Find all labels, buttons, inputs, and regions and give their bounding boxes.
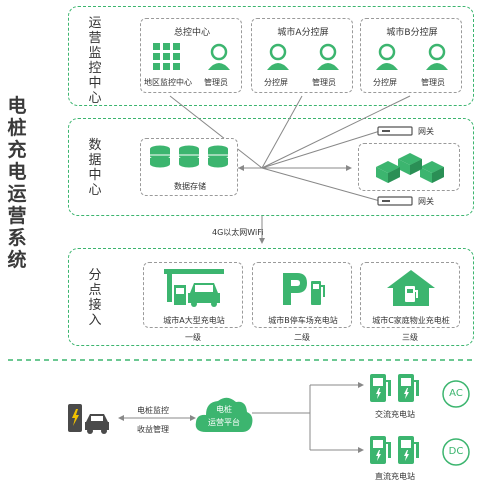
city-b-admin-label: 管理员 — [421, 78, 445, 87]
station-a-level: 一级 — [185, 333, 201, 342]
hq-admin-label: 管理员 — [204, 78, 228, 87]
monitor-text-line2: 收益管理 — [137, 425, 169, 434]
city-a-title: 城市A分控屏 — [277, 28, 329, 38]
station-a-name: 城市A大型充电站 — [163, 316, 225, 325]
monitor-text-line1: 电桩监控 — [137, 406, 169, 415]
monitor-screen-icon — [267, 43, 289, 70]
server-cubes-icon — [376, 153, 444, 183]
station-b-box[interactable]: 城市B停车场充电站 — [252, 262, 352, 328]
station-b-level: 二级 — [294, 333, 310, 342]
gateway-icon — [377, 196, 413, 206]
admin-icon — [317, 43, 339, 70]
admin-icon — [208, 43, 230, 70]
hq-box[interactable]: 总控中心 地区监控中心 管理员 — [140, 18, 242, 93]
data-center-label: 数据中心 — [88, 138, 102, 198]
city-a-admin-label: 管理员 — [312, 78, 336, 87]
city-a-screen-label: 分控屏 — [264, 78, 288, 87]
city-b-box[interactable]: 城市B分控屏 分控屏 管理员 — [360, 18, 462, 93]
station-c-level: 三级 — [402, 333, 418, 342]
ac-badge-icon — [442, 380, 470, 408]
home-charger-icon — [387, 270, 435, 306]
dc-station-label: 直流充电站 — [375, 472, 415, 481]
station-b-name: 城市B停车场充电站 — [268, 316, 338, 325]
admin-icon — [426, 43, 448, 70]
gateway-top-label: 网关 — [418, 127, 434, 136]
hq-title: 总控中心 — [173, 28, 211, 38]
data-storage-label: 数据存储 — [174, 182, 206, 191]
cloud-platform-icon[interactable] — [194, 392, 254, 434]
region-monitor-label: 地区监控中心 — [144, 78, 192, 87]
gateway-icon — [377, 126, 413, 136]
database-icon — [150, 145, 228, 168]
access-section — [68, 248, 474, 346]
ac-badge: AC — [449, 388, 463, 399]
city-a-box[interactable]: 城市A分控屏 分控屏 管理员 — [251, 18, 353, 93]
gateway-bottom-label: 网关 — [418, 197, 434, 206]
ev-car-charger-icon — [68, 404, 109, 434]
server-box[interactable] — [358, 143, 460, 191]
ac-charger-icon — [370, 374, 419, 402]
monitor-screen-icon — [376, 43, 398, 70]
cloud-platform-line2: 运营平台 — [208, 418, 240, 427]
station-a-box[interactable]: 城市A大型充电站 — [143, 262, 243, 328]
dc-badge: DC — [448, 446, 464, 457]
network-label: 4G以太网WiFi — [212, 228, 264, 237]
ops-center-label: 运营监控中心 — [88, 16, 102, 106]
station-c-box[interactable]: 城市C家庭物业充电桩 — [360, 262, 460, 328]
dc-badge-icon — [442, 438, 470, 466]
city-b-title: 城市B分控屏 — [386, 28, 438, 38]
region-monitor-icon — [153, 43, 180, 70]
cloud-platform-line1: 电桩 — [216, 405, 232, 414]
ac-station-label: 交流充电站 — [375, 410, 415, 419]
large-charging-station-icon — [164, 269, 224, 307]
data-storage-box[interactable]: 数据存储 — [140, 138, 238, 196]
parking-charger-icon — [283, 273, 325, 305]
station-c-name: 城市C家庭物业充电桩 — [372, 316, 450, 325]
city-b-screen-label: 分控屏 — [373, 78, 397, 87]
separator-line — [8, 359, 474, 361]
system-title: 电桩充电运营系统 — [7, 95, 27, 271]
dc-charger-icon — [370, 436, 419, 464]
access-label: 分点接入 — [88, 268, 102, 328]
